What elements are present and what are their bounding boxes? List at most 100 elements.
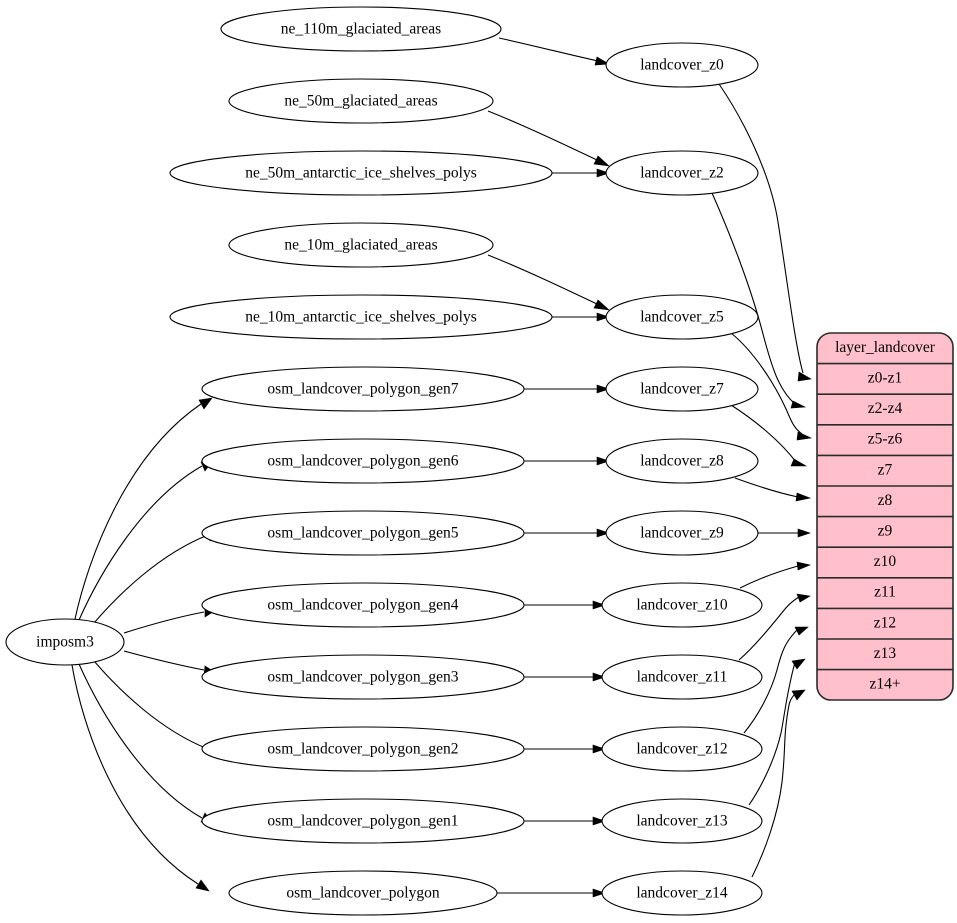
- node-osm-landcover-polygon-gen6-shape[interactable]: [201, 438, 525, 484]
- node-landcover-z0-label: landcover_z0: [640, 57, 724, 74]
- node-osm-landcover-polygon-gen2-shape[interactable]: [201, 726, 525, 772]
- node-landcover-z14-label: landcover_z14: [636, 885, 727, 902]
- node-landcover-z5-shape[interactable]: [605, 294, 759, 340]
- node-landcover-z7[interactable]: landcover_z7: [605, 366, 759, 412]
- edge-z14-to-row-z14plus: [751, 689, 806, 878]
- edge-imposm3-to-gen1: [78, 663, 214, 825]
- node-ne-50m-antarctic-ice-shelves-polys[interactable]: ne_50m_antarctic_ice_shelves_polys: [169, 150, 553, 196]
- node-landcover-z13-label: landcover_z13: [636, 813, 727, 830]
- record-row-z12-label: z12: [874, 614, 896, 631]
- node-ne-110m-glaciated-areas-shape[interactable]: [220, 6, 502, 52]
- node-osm-landcover-polygon-gen1-label: osm_landcover_polygon_gen1: [267, 813, 458, 830]
- edge-ne110m-to-z0: [498, 37, 610, 66]
- node-landcover-z5-label: landcover_z5: [640, 309, 724, 326]
- node-osm-landcover-polygon-gen7[interactable]: osm_landcover_polygon_gen7: [201, 366, 525, 412]
- node-landcover-z12-label: landcover_z12: [636, 741, 727, 758]
- edge-z13-to-row-z13: [748, 658, 806, 806]
- record-row-z8-label: z8: [878, 492, 893, 509]
- node-landcover-z11-shape[interactable]: [601, 654, 763, 700]
- edge-z11-to-row-z11: [738, 593, 811, 661]
- node-osm-landcover-polygon-gen5-shape[interactable]: [201, 510, 525, 556]
- node-osm-landcover-polygon-gen5-label: osm_landcover_polygon_gen5: [267, 525, 458, 542]
- node-landcover-z0-shape[interactable]: [605, 42, 759, 88]
- node-osm-landcover-polygon-gen6-label: osm_landcover_polygon_gen6: [267, 453, 458, 470]
- node-landcover-z11-label: landcover_z11: [637, 669, 728, 686]
- record-row-z9-label: z9: [878, 522, 893, 539]
- node-imposm3[interactable]: imposm3: [5, 618, 125, 666]
- node-landcover-z13[interactable]: landcover_z13: [601, 798, 763, 844]
- node-ne-10m-antarctic-ice-shelves-polys-shape[interactable]: [169, 294, 553, 340]
- edge-gen5-to-z9: [524, 528, 610, 538]
- edge-ne50m-antarctic-to-z2: [552, 168, 610, 178]
- node-landcover-z9[interactable]: landcover_z9: [605, 510, 759, 556]
- node-landcover-z5[interactable]: landcover_z5: [605, 294, 759, 340]
- edge-imposm3-to-gen2: [93, 660, 221, 754]
- node-landcover-z0[interactable]: landcover_z0: [605, 42, 759, 88]
- record-header-label: layer_landcover: [835, 339, 936, 356]
- node-landcover-z8[interactable]: landcover_z8: [605, 438, 759, 484]
- node-landcover-z8-shape[interactable]: [605, 438, 759, 484]
- edge-z2-to-row-z2z4: [711, 192, 807, 409]
- record-row-z2z4-label: z2-z4: [868, 400, 903, 417]
- node-osm-landcover-polygon-gen7-shape[interactable]: [201, 366, 525, 412]
- edge-imposm3-to-gen4: [123, 607, 217, 634]
- node-osm-landcover-polygon-gen4-label: osm_landcover_polygon_gen4: [267, 597, 458, 614]
- edge-ne10m-glaciated-to-z5: [487, 254, 610, 311]
- node-ne-10m-glaciated-areas-shape[interactable]: [228, 222, 494, 268]
- node-osm-landcover-polygon-gen3-shape[interactable]: [201, 654, 525, 700]
- node-ne-50m-glaciated-areas-shape[interactable]: [228, 78, 494, 124]
- node-landcover-z12[interactable]: landcover_z12: [601, 726, 763, 772]
- node-ne-110m-glaciated-areas[interactable]: ne_110m_glaciated_areas: [220, 6, 502, 52]
- record-node-layer-landcover[interactable]: layer_landcover z0-z1 z2-z4 z5-z6 z7 z8 …: [816, 332, 954, 701]
- record-row-z14plus-label: z14+: [869, 675, 900, 692]
- edge-polygon-to-z14: [497, 888, 606, 898]
- edge-gen2-to-z12: [524, 744, 606, 754]
- node-landcover-z2-shape[interactable]: [605, 150, 759, 196]
- node-landcover-z2[interactable]: landcover_z2: [605, 150, 759, 196]
- node-osm-landcover-polygon-gen1[interactable]: osm_landcover_polygon_gen1: [201, 798, 525, 844]
- node-ne-110m-glaciated-areas-label: ne_110m_glaciated_areas: [281, 21, 441, 38]
- node-osm-landcover-polygon-gen7-label: osm_landcover_polygon_gen7: [267, 381, 458, 398]
- node-osm-landcover-polygon[interactable]: osm_landcover_polygon: [228, 870, 498, 916]
- node-osm-landcover-polygon-gen4-shape[interactable]: [201, 582, 525, 628]
- node-landcover-z8-label: landcover_z8: [640, 453, 724, 470]
- node-imposm3-label: imposm3: [36, 634, 94, 651]
- edge-z12-to-row-z12: [743, 626, 809, 734]
- node-landcover-z7-shape[interactable]: [605, 366, 759, 412]
- node-osm-landcover-polygon-gen3[interactable]: osm_landcover_polygon_gen3: [201, 654, 525, 700]
- record-row-z11-label: z11: [874, 584, 896, 601]
- node-landcover-z10-shape[interactable]: [601, 582, 763, 628]
- node-landcover-z10-label: landcover_z10: [636, 597, 727, 614]
- node-landcover-z13-shape[interactable]: [601, 798, 763, 844]
- node-landcover-z11[interactable]: landcover_z11: [601, 654, 763, 700]
- node-landcover-z14-shape[interactable]: [601, 870, 763, 916]
- node-landcover-z7-label: landcover_z7: [640, 381, 724, 398]
- node-landcover-z12-shape[interactable]: [601, 726, 763, 772]
- node-osm-landcover-polygon-gen5[interactable]: osm_landcover_polygon_gen5: [201, 510, 525, 556]
- edge-imposm3-to-gen3: [123, 650, 217, 676]
- node-osm-landcover-polygon-gen6[interactable]: osm_landcover_polygon_gen6: [201, 438, 525, 484]
- node-ne-50m-antarctic-ice-shelves-polys-label: ne_50m_antarctic_ice_shelves_polys: [245, 165, 477, 182]
- node-osm-landcover-polygon-gen2[interactable]: osm_landcover_polygon_gen2: [201, 726, 525, 772]
- node-landcover-z10[interactable]: landcover_z10: [601, 582, 763, 628]
- node-osm-landcover-polygon-shape[interactable]: [228, 870, 498, 916]
- edge-imposm3-to-polygon: [71, 664, 210, 892]
- node-landcover-z14[interactable]: landcover_z14: [601, 870, 763, 916]
- node-ne-10m-glaciated-areas[interactable]: ne_10m_glaciated_areas: [228, 222, 494, 268]
- node-osm-landcover-polygon-gen1-shape[interactable]: [201, 798, 525, 844]
- edge-gen6-to-z8: [524, 456, 610, 466]
- node-ne-50m-glaciated-areas[interactable]: ne_50m_glaciated_areas: [228, 78, 494, 124]
- node-landcover-z2-label: landcover_z2: [640, 165, 724, 182]
- edge-imposm3-to-gen5: [93, 530, 221, 624]
- edge-z5-to-row-z5z6: [730, 332, 813, 441]
- node-ne-10m-antarctic-ice-shelves-polys[interactable]: ne_10m_antarctic_ice_shelves_polys: [169, 294, 553, 340]
- node-ne-50m-glaciated-areas-label: ne_50m_glaciated_areas: [284, 93, 437, 110]
- node-imposm3-shape[interactable]: [5, 618, 125, 666]
- node-osm-landcover-polygon-gen4[interactable]: osm_landcover_polygon_gen4: [201, 582, 525, 628]
- node-landcover-z9-shape[interactable]: [605, 510, 759, 556]
- record-row-z0z1-label: z0-z1: [868, 369, 902, 386]
- node-ne-50m-antarctic-ice-shelves-polys-shape[interactable]: [169, 150, 553, 196]
- record-row-z13-label: z13: [874, 645, 897, 662]
- node-ne-10m-glaciated-areas-label: ne_10m_glaciated_areas: [284, 237, 437, 254]
